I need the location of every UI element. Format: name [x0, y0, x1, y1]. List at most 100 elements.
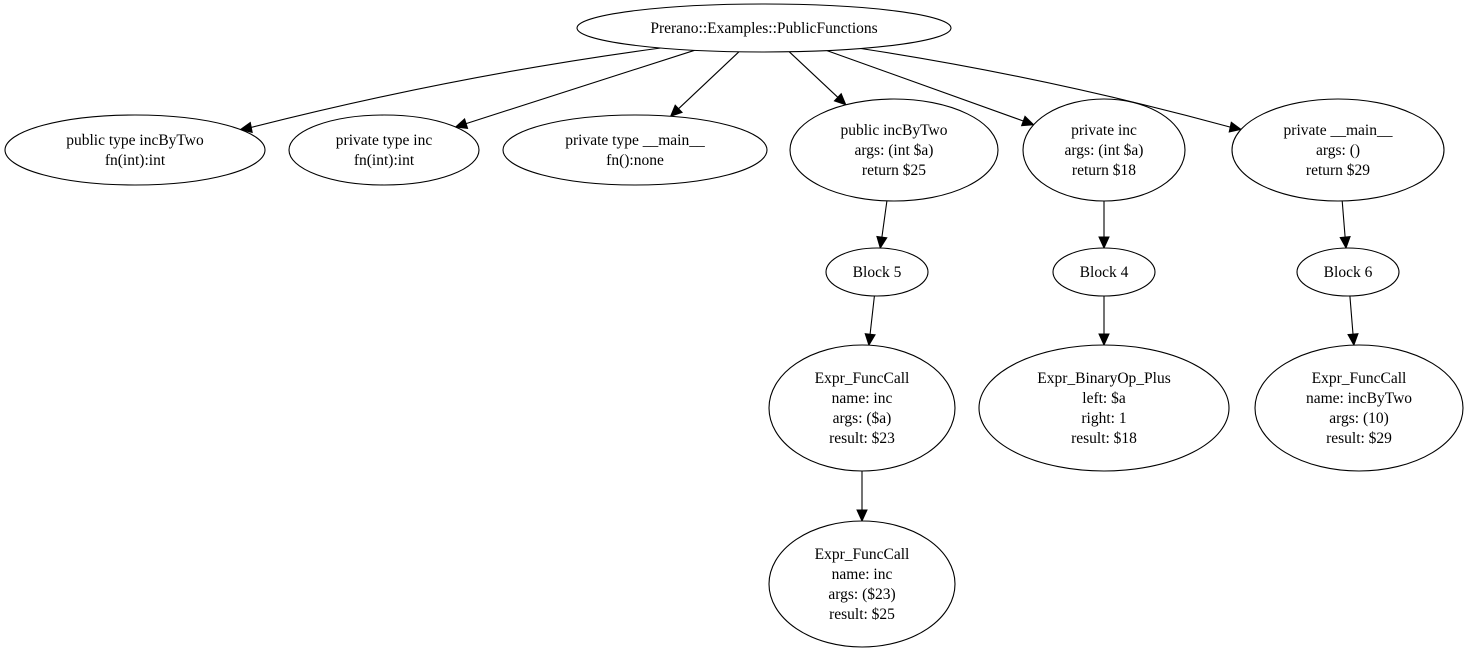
- node-label-line: fn():none: [606, 152, 664, 169]
- edge-block6-to-call_incByTwo: [1347, 295, 1359, 347]
- arrowhead-icon: [239, 121, 253, 134]
- node-fn_main[interactable]: private __main__ args: () return $29: [1231, 98, 1445, 202]
- node-label-line: fn(int):int: [105, 152, 166, 169]
- arrowhead-icon: [1339, 236, 1351, 250]
- edge-block4-to-binop_plus: [1098, 296, 1110, 347]
- arrowhead-icon: [1020, 115, 1035, 127]
- node-binop_plus[interactable]: Expr_BinaryOp_Plus left: $a right: 1 result…: [978, 344, 1230, 472]
- node-label-line: Expr_FuncCall: [815, 546, 910, 563]
- node-label-line: name: incByTwo: [1306, 390, 1412, 407]
- node-label-line: args: (): [1316, 142, 1360, 159]
- node-ellipse: [1231, 98, 1445, 202]
- node-label-line: Expr_FuncCall: [815, 370, 910, 387]
- node-root[interactable]: Prerano::Examples::PublicFunctions: [576, 3, 952, 53]
- node-fn_incByTwo[interactable]: public incByTwo args: (int $a) return $25: [789, 98, 999, 202]
- node-label-line: args: (int $a): [1065, 142, 1144, 159]
- node-ellipse: [4, 114, 266, 186]
- edges-layer: [239, 47, 1359, 523]
- node-label-line: Block 6: [1324, 264, 1373, 281]
- node-label-line: right: 1: [1081, 410, 1126, 427]
- arrowhead-icon: [876, 235, 888, 250]
- node-label-line: result: $23: [829, 430, 895, 447]
- edge-root-to-type_incByTwo: [239, 47, 661, 134]
- node-label-line: Expr_FuncCall: [1312, 370, 1407, 387]
- node-label-line: result: $18: [1071, 430, 1137, 447]
- node-block5[interactable]: Block 5: [825, 247, 929, 297]
- node-ellipse: [1052, 247, 1156, 297]
- edge-line: [860, 47, 1231, 128]
- edge-block5-to-call_inc_a: [864, 295, 876, 347]
- node-ellipse: [502, 114, 768, 186]
- node-label-line: private inc: [1071, 122, 1137, 139]
- node-label-line: return $29: [1306, 162, 1370, 179]
- node-label-line: private type __main__: [565, 132, 705, 149]
- edge-root-to-type_main: [669, 51, 740, 118]
- edge-root-to-fn_inc: [826, 50, 1035, 127]
- node-ellipse: [1022, 98, 1186, 202]
- edge-fn_main-to-block6: [1339, 200, 1351, 250]
- node-block6[interactable]: Block 6: [1296, 247, 1400, 297]
- node-ellipse: [1296, 247, 1400, 297]
- edge-line: [881, 200, 888, 238]
- node-label-line: args: (10): [1329, 410, 1389, 427]
- edge-root-to-type_inc: [454, 49, 695, 129]
- node-label-line: return $18: [1072, 162, 1136, 179]
- node-type_incByTwo[interactable]: public type incByTwo fn(int):int: [4, 114, 266, 186]
- arrowhead-icon: [1098, 236, 1110, 250]
- node-label-line: name: inc: [832, 566, 893, 583]
- node-label-line: left: $a: [1082, 390, 1126, 407]
- node-type_inc[interactable]: private type inc fn(int):int: [288, 114, 480, 186]
- arrowhead-icon: [1228, 121, 1243, 133]
- node-ellipse: [288, 114, 480, 186]
- nodes-layer: Prerano::Examples::PublicFunctionspublic…: [4, 3, 1464, 648]
- edge-root-to-fn_incByTwo: [788, 51, 847, 106]
- node-ellipse: [789, 98, 999, 202]
- node-label-line: private __main__: [1284, 122, 1393, 139]
- node-label-line: fn(int):int: [354, 152, 415, 169]
- edge-fn_incByTwo-to-block5: [876, 200, 888, 250]
- node-ellipse: [825, 247, 929, 297]
- node-label-line: args: (int $a): [855, 142, 934, 159]
- arrowhead-icon: [1347, 333, 1359, 347]
- node-label-line: public type incByTwo: [66, 132, 204, 149]
- node-label-line: Expr_BinaryOp_Plus: [1037, 370, 1170, 387]
- node-label-line: name: inc: [832, 390, 893, 407]
- node-ellipse: [576, 3, 952, 53]
- arrowhead-icon: [864, 333, 876, 347]
- edge-root-to-fn_main: [860, 47, 1243, 133]
- node-ellipse: [978, 344, 1230, 472]
- node-ellipse: [1254, 344, 1464, 472]
- node-label-line: Block 4: [1080, 264, 1129, 281]
- arrowhead-icon: [669, 104, 683, 118]
- node-label-line: args: ($23): [828, 586, 895, 603]
- edge-fn_inc-to-block4: [1098, 201, 1110, 250]
- edge-line: [1349, 295, 1354, 335]
- node-label-line: public incByTwo: [841, 122, 948, 139]
- node-label-line: Prerano::Examples::PublicFunctions: [650, 20, 877, 37]
- node-label-line: Block 5: [853, 264, 902, 281]
- edge-call_inc_a-to-call_inc_23: [856, 471, 868, 523]
- edge-line: [465, 49, 695, 125]
- arrowhead-icon: [1098, 333, 1110, 347]
- edge-line: [826, 50, 1024, 122]
- arrowhead-icon: [454, 118, 469, 129]
- node-call_inc_a[interactable]: Expr_FuncCall name: inc args: ($a) result: …: [768, 344, 956, 472]
- edge-line: [1341, 200, 1346, 238]
- node-label-line: result: $25: [829, 606, 895, 623]
- node-ellipse: [768, 520, 956, 648]
- node-type_main[interactable]: private type __main__ fn():none: [502, 114, 768, 186]
- node-call_inc_23[interactable]: Expr_FuncCall name: inc args: ($23) result:…: [768, 520, 956, 648]
- node-fn_inc[interactable]: private inc args: (int $a) return $18: [1022, 98, 1186, 202]
- edge-line: [678, 51, 740, 110]
- node-label-line: return $25: [862, 162, 926, 179]
- arrowhead-icon: [856, 509, 868, 523]
- node-block4[interactable]: Block 4: [1052, 247, 1156, 297]
- node-label-line: private type inc: [336, 132, 433, 149]
- node-label-line: args: ($a): [833, 410, 892, 427]
- edge-line: [869, 295, 875, 335]
- edge-line: [788, 51, 839, 98]
- arrowhead-icon: [833, 92, 847, 106]
- node-ellipse: [768, 344, 956, 472]
